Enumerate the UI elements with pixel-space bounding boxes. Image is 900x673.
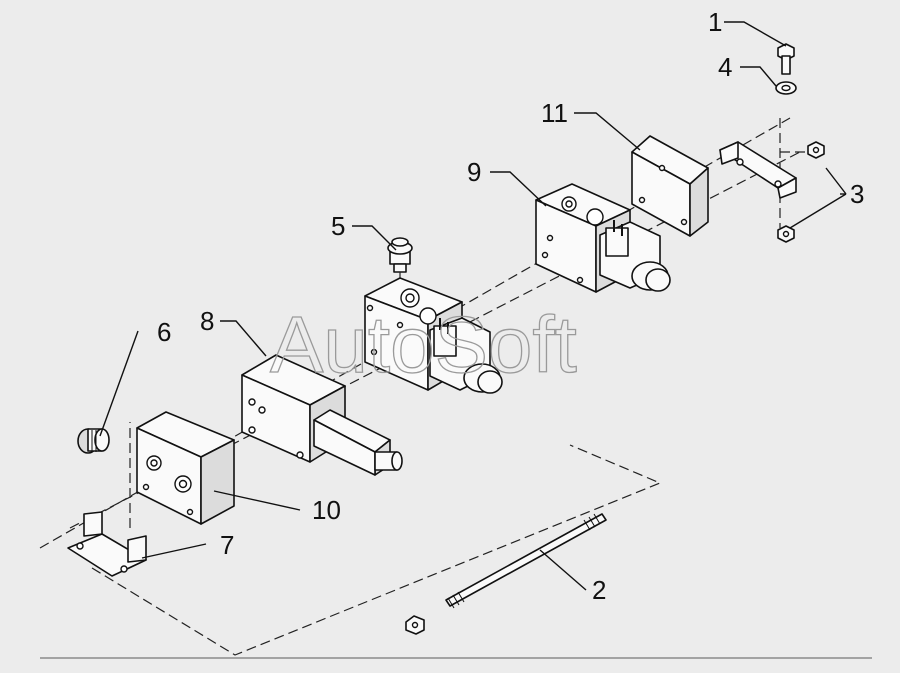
callout-7: 7 [220,530,234,560]
solenoid-valve-middle [364,277,503,394]
watermark-text: AutoSoft [270,300,577,389]
threaded-rod-part-2 [405,513,607,635]
bracket-upper [719,141,797,199]
fitting-part-6 [77,428,110,454]
callout-4: 4 [718,52,732,82]
washer-part-4 [775,81,797,95]
callout-8: 8 [200,306,214,336]
callout-1: 1 [708,7,722,37]
bracket-part-7 [67,511,147,577]
valve-body-part-8 [241,354,403,476]
solenoid-valve-part-9 [535,183,671,293]
callout-10: 10 [312,495,341,525]
callout-5: 5 [331,211,345,241]
callout-6: 6 [157,317,171,347]
nut-part-3 [777,141,825,243]
end-plate-part-11 [631,135,709,237]
callout-2: 2 [592,575,606,605]
callout-9: 9 [467,157,481,187]
callout-labels: 1 4 3 11 9 5 8 6 10 7 2 [157,7,864,605]
callout-11: 11 [541,98,568,128]
bolt-part-1 [777,43,795,75]
callout-3: 3 [850,179,864,209]
leader-lines [99,21,847,591]
block-part-10 [136,411,235,525]
